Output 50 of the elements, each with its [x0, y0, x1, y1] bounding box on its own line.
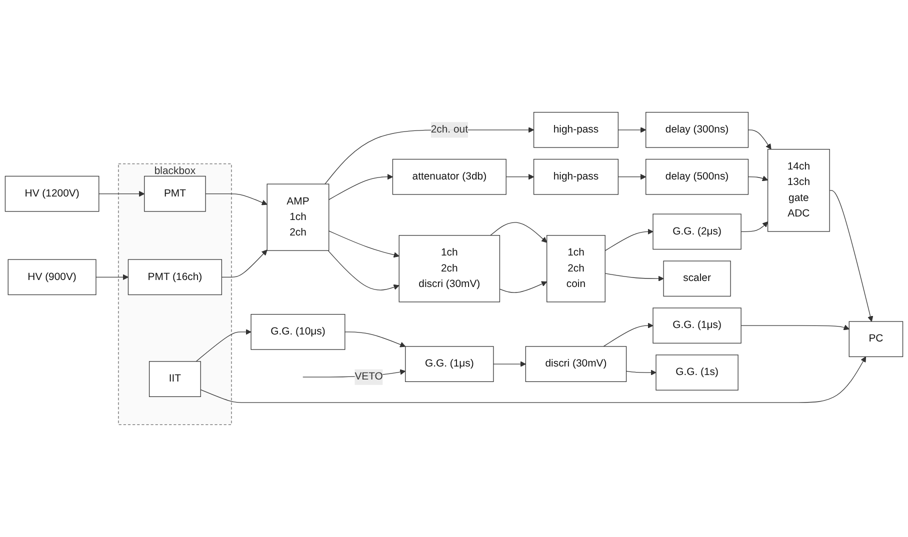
arrow: [490, 222, 548, 243]
edge-label: 2ch. out: [430, 124, 468, 136]
node-box: G.G. (1s): [656, 354, 738, 390]
arrow: [604, 228, 654, 252]
arrow: [740, 324, 850, 330]
arrow: [328, 174, 393, 200]
node-box: G.G. (1μs): [652, 308, 742, 344]
node-box: PMT (16ch): [128, 259, 222, 296]
arrow: [328, 230, 400, 258]
arrow: [603, 322, 654, 347]
node-box: high-pass: [533, 158, 618, 195]
arrow: [740, 221, 768, 232]
node-box: PMT: [144, 176, 206, 212]
arrow: [499, 281, 548, 293]
node-box: delay (300ns): [646, 112, 749, 148]
node-box: G.G. (2μs): [652, 214, 742, 250]
node-box: attenuator (3db): [392, 158, 506, 195]
node-box: high-pass: [533, 112, 618, 148]
arrow: [196, 329, 252, 362]
node-box: 1ch 2ch coin: [546, 235, 606, 302]
arrow: [618, 127, 646, 133]
arrow: [493, 361, 526, 367]
arrow: [96, 274, 128, 280]
arrow: [506, 174, 534, 180]
node-box: G.G. (10μs): [250, 314, 346, 350]
node-box: AMP 1ch 2ch: [266, 184, 330, 251]
arrow: [324, 127, 534, 184]
node-box: 1ch 2ch discri (30mV): [398, 235, 500, 302]
node-box: G.G. (1μs): [405, 346, 494, 382]
arrow: [221, 250, 268, 278]
node-box: discri (30mV): [525, 346, 627, 382]
node-box: HV (900V): [8, 259, 96, 296]
node-box: IIT: [148, 361, 201, 397]
node-box: HV (1200V): [4, 176, 100, 212]
arrow: [829, 190, 874, 322]
edge-label: VETO: [354, 371, 383, 382]
node-box: scaler: [663, 260, 731, 297]
node-box: delay (500ns): [646, 158, 749, 195]
arrow: [98, 190, 145, 197]
arrow: [626, 370, 656, 376]
node-box: PC: [848, 321, 904, 358]
arrow: [205, 194, 268, 206]
arrow: [344, 332, 406, 348]
arrow: [748, 130, 772, 150]
arrow: [618, 174, 646, 180]
arrow: [748, 176, 768, 182]
arrow: [604, 273, 664, 282]
node-box: 14ch 13ch gate ADC: [767, 148, 830, 232]
arrow: [200, 356, 866, 403]
arrow: [328, 250, 400, 290]
